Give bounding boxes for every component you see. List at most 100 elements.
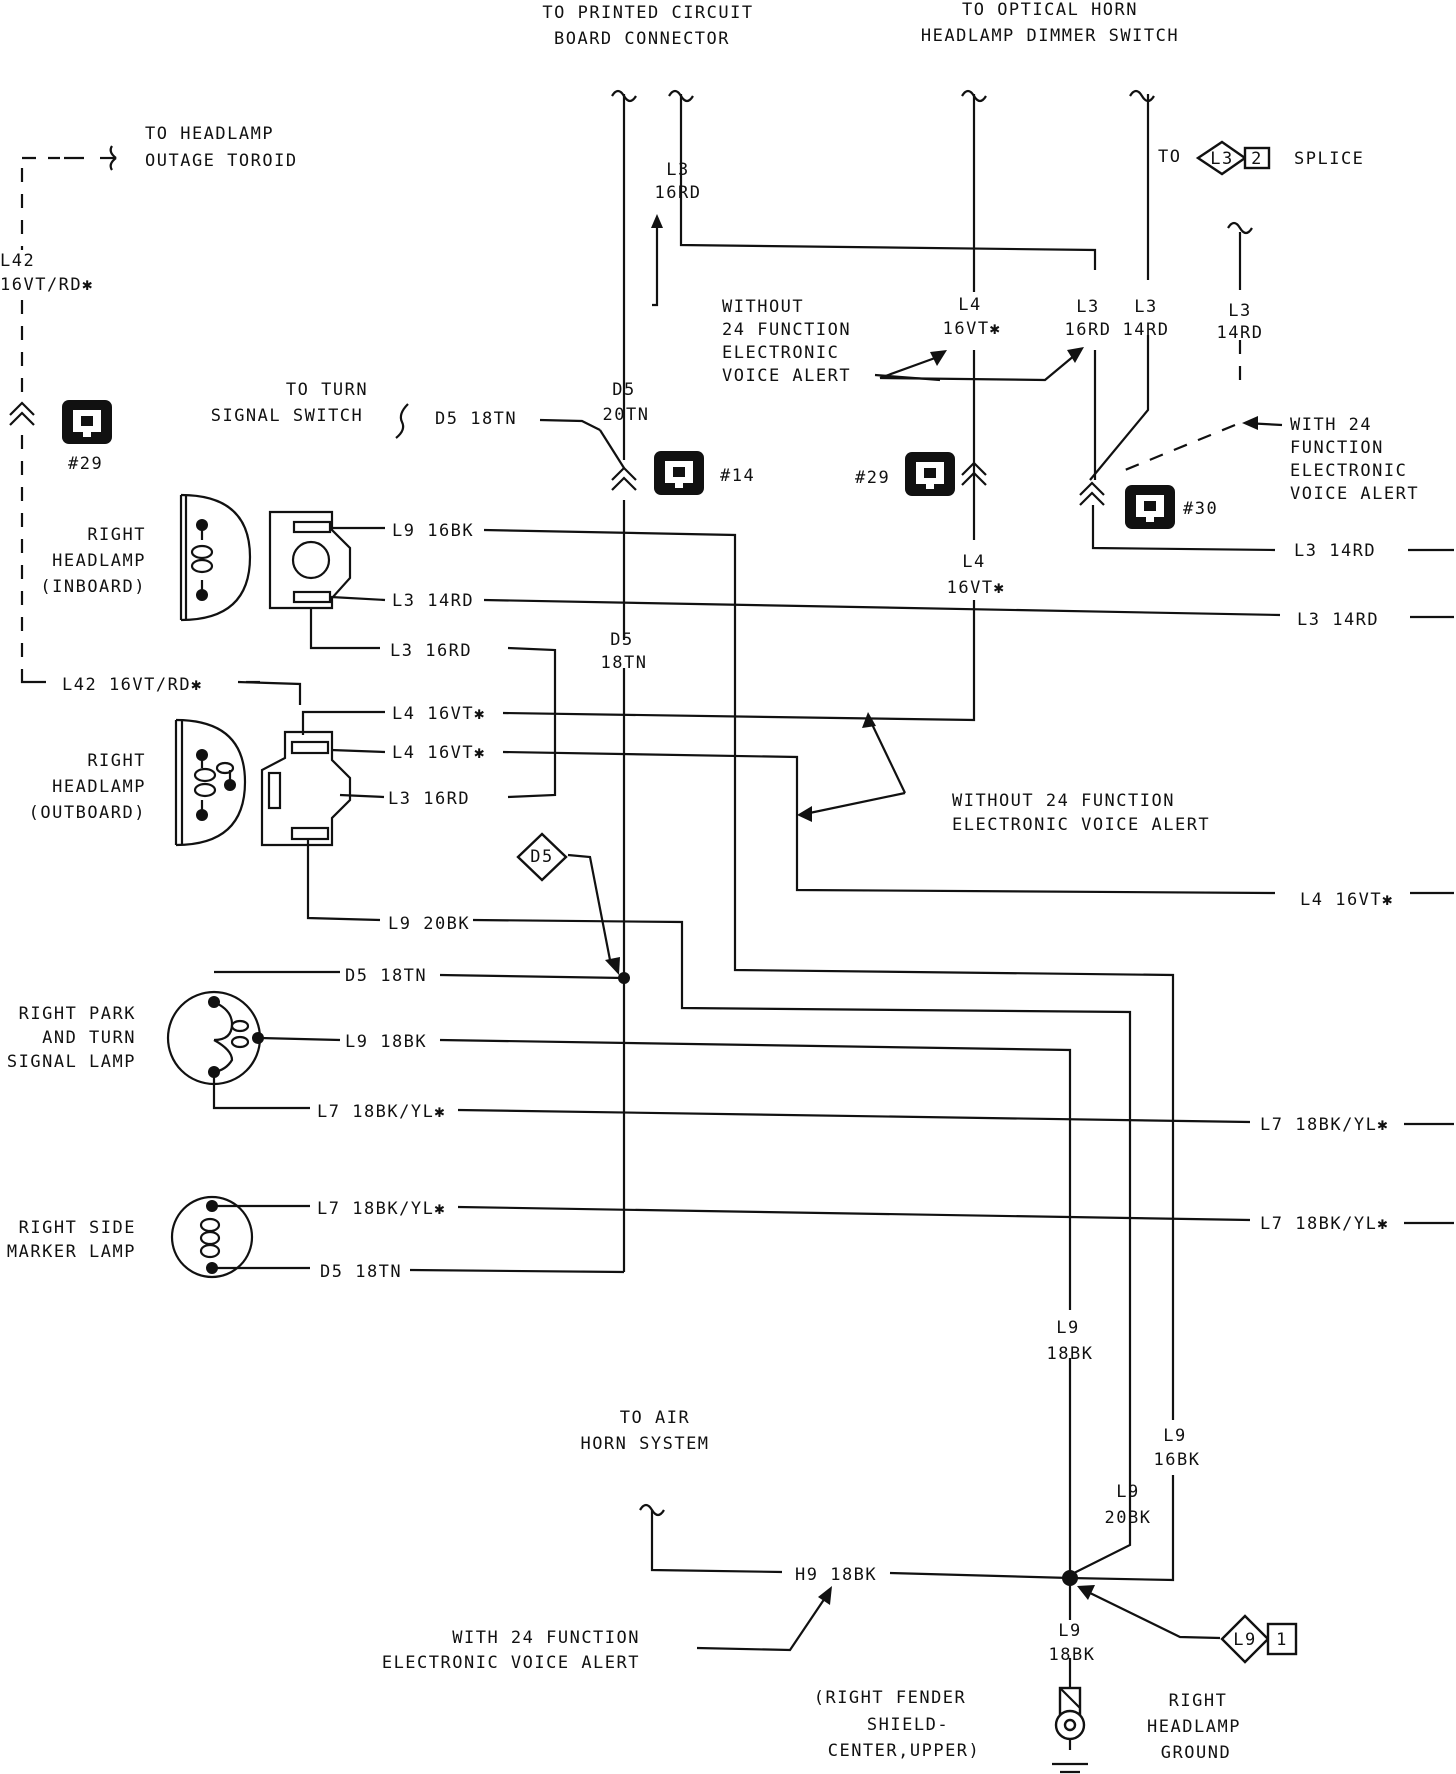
l4-16vt-a: L4 16VT✱ — [392, 704, 486, 724]
l4-top-a: L4 — [958, 295, 981, 315]
l3-14rd-a: L3 14RD — [392, 591, 474, 611]
l7-park: L7 18BK/YL✱ — [317, 1102, 446, 1122]
symbols — [9, 401, 1105, 1741]
with-bot-2: ELECTRONIC VOICE ALERT — [382, 1653, 640, 1673]
right-headlamp-outboard — [174, 718, 247, 847]
right-hl-out-3: (OUTBOARD) — [29, 803, 146, 823]
l7-right-1: L7 18BK/YL✱ — [1260, 1115, 1389, 1135]
l9-18bk-v-a: L9 — [1056, 1318, 1079, 1338]
connector-29-left-label: #29 — [68, 454, 103, 474]
right-side-marker-lamp — [170, 1195, 254, 1279]
with-top-3: ELECTRONIC — [1290, 461, 1407, 481]
l9-18bk-gnd-b: 18BK — [1049, 1645, 1096, 1665]
without-mid-1: WITHOUT 24 FUNCTION — [952, 791, 1175, 811]
splice-l3-num: 2 — [1251, 149, 1263, 169]
d5-20tn-a: D5 — [612, 380, 635, 400]
l4-mid-a: L4 — [962, 552, 985, 572]
l3-16rd-b: L3 16RD — [388, 789, 470, 809]
right-side-1: RIGHT SIDE — [19, 1218, 136, 1238]
break-mark-turn — [395, 403, 409, 439]
ground-splice-num: 1 — [1276, 1630, 1288, 1650]
to-pcb-label-1: TO PRINTED CIRCUIT — [542, 3, 753, 23]
l9-20bk-v-a: L9 — [1116, 1482, 1139, 1502]
l42-label-c: L42 16VT/RD✱ — [62, 675, 203, 695]
l4-top-b: 16VT✱ — [943, 319, 1002, 339]
with-top-1: WITH 24 — [1290, 415, 1372, 435]
l3-16rd-a: L3 16RD — [390, 641, 472, 661]
right-park-1: RIGHT PARK — [19, 1004, 136, 1024]
splice-label: SPLICE — [1294, 149, 1364, 169]
l3-b-b: 14RD — [1123, 320, 1170, 340]
to-pcb-label-2: BOARD CONNECTOR — [554, 29, 730, 49]
d5-18tn-mid-a: D5 — [610, 630, 633, 650]
headlamp-connector-inboard — [268, 510, 352, 610]
splice-d5 — [516, 832, 568, 882]
right-park-3: SIGNAL LAMP — [7, 1052, 136, 1072]
right-hl-in-3: (INBOARD) — [40, 577, 146, 597]
connector-29-left-icon — [62, 400, 112, 444]
right-side-2: MARKER LAMP — [7, 1242, 136, 1262]
l3-a-a: L3 — [1076, 297, 1099, 317]
l9-16bk-v-b: 16BK — [1154, 1450, 1201, 1470]
l9-18bk-v-b: 18BK — [1047, 1344, 1094, 1364]
with-top-2: FUNCTION — [1290, 438, 1384, 458]
rh-ground-2: HEADLAMP — [1147, 1717, 1241, 1737]
l3-a-b: 16RD — [1065, 320, 1112, 340]
with-bot-1: WITH 24 FUNCTION — [452, 1628, 640, 1648]
right-park-turn-lamp — [166, 990, 264, 1086]
without-top-4: VOICE ALERT — [722, 366, 851, 386]
d5-18tn-mid-b: 18TN — [601, 653, 648, 673]
connector-30-icon — [1125, 485, 1175, 529]
wires — [20, 89, 1454, 1774]
fender-1: (RIGHT FENDER — [814, 1688, 967, 1708]
l3-b-a: L3 — [1134, 297, 1157, 317]
connector-14-icon — [654, 451, 704, 495]
d5-18tn-side: D5 18TN — [320, 1262, 402, 1282]
splice-l3-id: L3 — [1210, 149, 1233, 169]
without-top-2: 24 FUNCTION — [722, 320, 851, 340]
to-splice-label: TO — [1158, 147, 1181, 167]
connector-29-mid-label: #29 — [855, 468, 890, 488]
headlamp-connector-outboard — [260, 730, 352, 847]
l9-20bk-v-b: 20BK — [1105, 1508, 1152, 1528]
d5-splice-label: D5 — [530, 847, 553, 867]
fender-2: SHIELD- — [867, 1715, 949, 1735]
to-outage-label-2: OUTAGE TOROID — [145, 151, 298, 171]
l4-16vt-right: L4 16VT✱ — [1300, 890, 1394, 910]
l4-mid-b: 16VT✱ — [947, 578, 1006, 598]
to-turn-1: TO TURN — [286, 380, 368, 400]
ground-splice-id: L9 — [1233, 1630, 1256, 1650]
l3-16rd-top-a: L3 — [666, 160, 689, 180]
l3-c-a: L3 — [1228, 301, 1251, 321]
connector-30-label: #30 — [1183, 499, 1218, 519]
splice-l3-2 — [1195, 140, 1271, 176]
l3-14rd-right1: L3 14RD — [1294, 541, 1376, 561]
without-top-3: ELECTRONIC — [722, 343, 839, 363]
h9-18bk: H9 18BK — [795, 1565, 877, 1585]
d5-18tn-top: D5 18TN — [435, 409, 517, 429]
l3-16rd-top-b: 16RD — [655, 183, 702, 203]
l7-side: L7 18BK/YL✱ — [317, 1199, 446, 1219]
l42-label-a: L42 — [0, 251, 35, 271]
l9-16bk-a: L9 16BK — [392, 521, 474, 541]
connector-29-mid-icon — [905, 452, 955, 496]
l9-16bk-v-a: L9 — [1163, 1426, 1186, 1446]
d5-18tn-park: D5 18TN — [345, 966, 427, 986]
to-air-1: TO AIR — [620, 1408, 690, 1428]
right-hl-out-1: RIGHT — [87, 751, 146, 771]
fender-3: CENTER,UPPER) — [828, 1741, 981, 1761]
to-turn-2: SIGNAL SWITCH — [211, 406, 364, 426]
l4-16vt-b: L4 16VT✱ — [392, 743, 486, 763]
splice-l9-1 — [1220, 1614, 1298, 1664]
to-air-2: HORN SYSTEM — [580, 1434, 709, 1454]
right-headlamp-inboard — [179, 493, 252, 622]
l3-c-b: 14RD — [1217, 323, 1264, 343]
right-hl-in-2: HEADLAMP — [52, 551, 146, 571]
to-optical-label-2: HEADLAMP DIMMER SWITCH — [921, 26, 1179, 46]
l9-18bk-park: L9 18BK — [345, 1032, 427, 1052]
connector-14-label: #14 — [720, 466, 755, 486]
labels: TO PRINTED CIRCUIT BOARD CONNECTOR TO OP… — [0, 0, 1418, 1763]
l7-right-2: L7 18BK/YL✱ — [1260, 1214, 1389, 1234]
rh-ground-1: RIGHT — [1169, 1691, 1228, 1711]
